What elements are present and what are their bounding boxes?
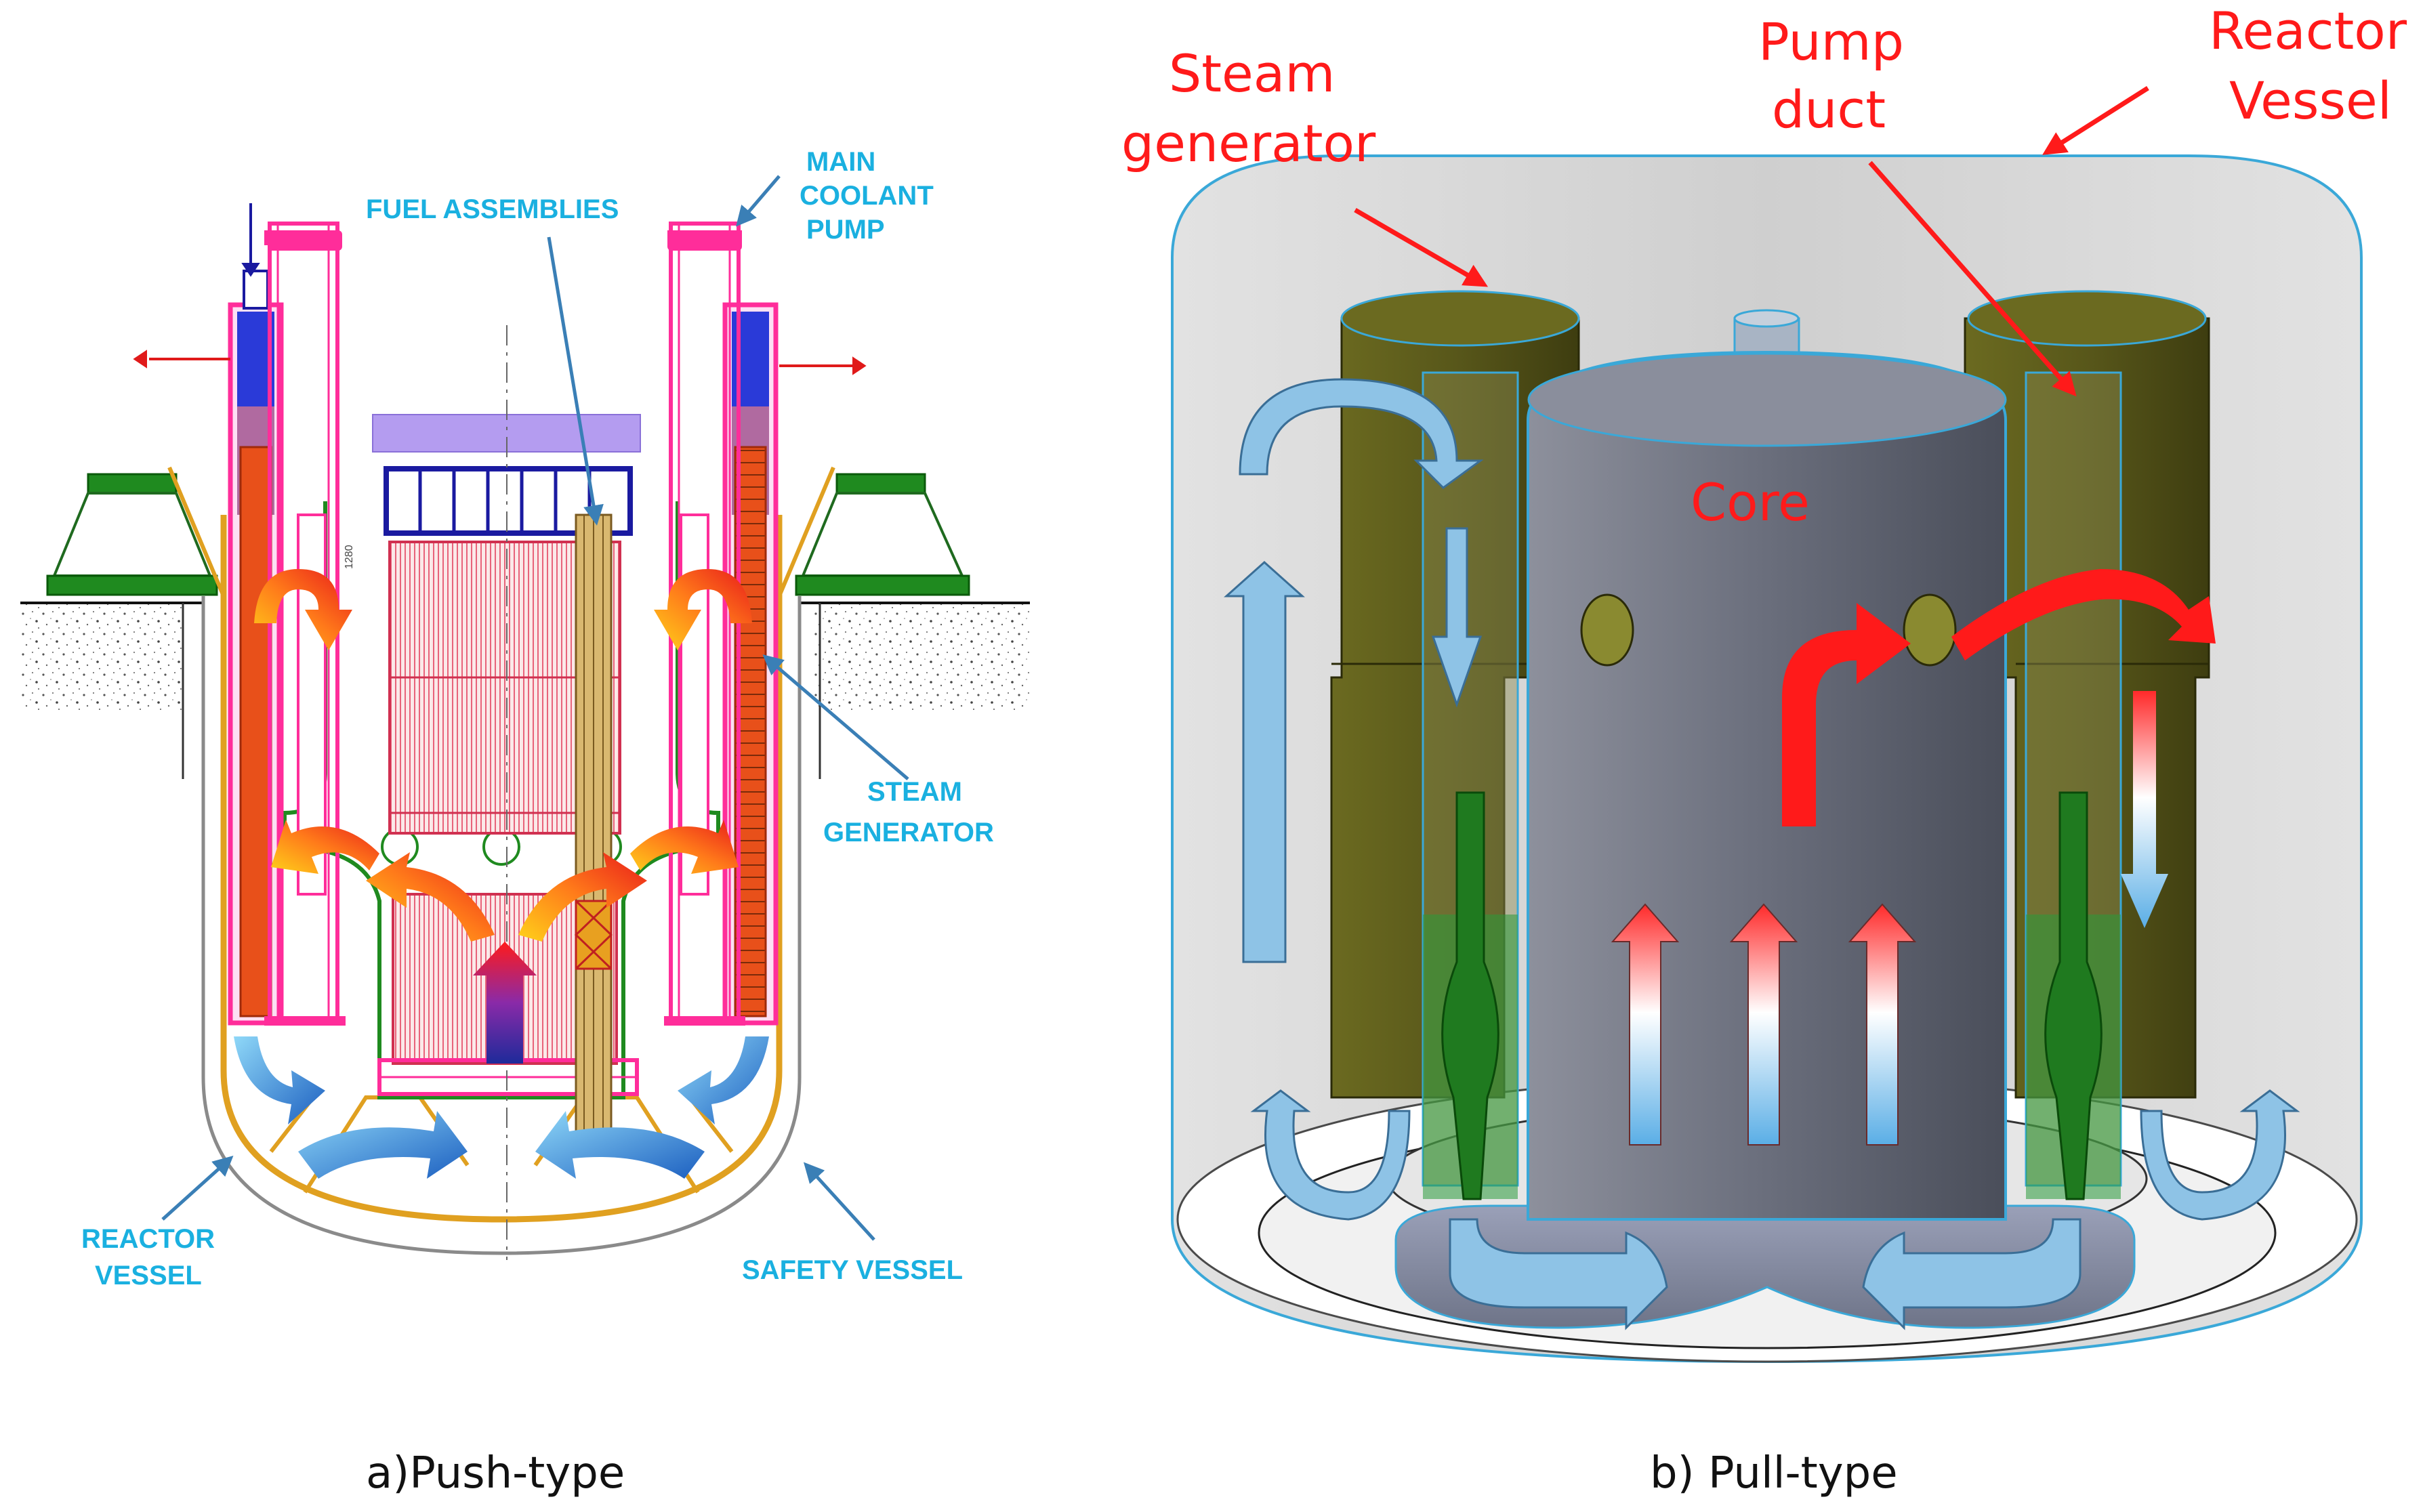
core-up-arrow-2 — [1729, 903, 1798, 1146]
hot-flow-top-left — [254, 569, 352, 650]
label-core: Core — [1691, 472, 1810, 532]
caption-pull-type: b) Pull-type — [1650, 1448, 1898, 1498]
label-steam-generator-right: Steam generator — [1121, 43, 1376, 173]
core-up-arrow-1 — [1611, 903, 1680, 1146]
hot-flow-top-right — [654, 569, 752, 650]
sg-pointer — [762, 654, 909, 780]
pull-sg-pointer — [1354, 207, 1489, 287]
cold-flow-right — [678, 1036, 769, 1125]
cold-flow-left — [234, 1036, 325, 1125]
cold-flow-plenum-left — [1449, 1218, 1668, 1330]
cold-flow-plenum-right — [1862, 1218, 2082, 1330]
cold-flow-bottom-left — [298, 1111, 468, 1179]
label-main-coolant-pump: MAIN COOLANT PUMP — [800, 147, 941, 245]
cold-flow-bottom-right-1 — [2140, 1089, 2300, 1221]
label-steam-generator-left: STEAM GENERATOR — [823, 777, 994, 847]
pump-pointer — [736, 175, 781, 227]
fuel-assemblies-pointer — [547, 236, 604, 526]
duct-line-1: Pump — [1758, 12, 1904, 72]
core-flow-arrow — [473, 942, 537, 1064]
sg-down-arrow — [2121, 691, 2168, 928]
hot-flow-left-2 — [271, 820, 379, 874]
pump-line-1: MAIN — [806, 147, 875, 177]
sg-line-2: GENERATOR — [823, 818, 994, 847]
ground — [20, 602, 1030, 779]
cold-flow-top-curve — [1239, 378, 1484, 489]
sg-line-1: STEAM — [867, 777, 962, 807]
pull-pump-duct-left — [1422, 371, 1519, 1200]
cold-flow-sg-down — [1431, 527, 1483, 708]
rv-line-2: VESSEL — [95, 1261, 202, 1290]
cold-flow-sg-up — [1224, 560, 1305, 963]
pull-vessel-pointer — [2042, 86, 2149, 155]
hot-flow-left — [366, 852, 495, 942]
pull-sg-line-1: Steam — [1169, 43, 1335, 104]
caption-push-type: a)Push-type — [366, 1448, 625, 1498]
pull-sg-line-2: generator — [1121, 113, 1376, 173]
support-right — [795, 473, 970, 596]
rv-line-1: REACTOR — [81, 1224, 215, 1254]
cold-flow-bottom-left-1 — [1250, 1089, 1411, 1221]
pump-line-3: PUMP — [806, 215, 885, 245]
hot-flow-core-out — [1782, 603, 1911, 826]
dimension-text: 1280 — [344, 545, 355, 569]
reactor-vessel — [220, 515, 783, 1223]
label-reactor-vessel-right: Reactor Vessel — [2209, 1, 2423, 131]
pull-rv-line-2: Vessel — [2229, 70, 2392, 131]
pull-type-diagram: Steam generator Pump duct Reactor Vessel… — [1121, 1, 2423, 1498]
reactor-vessel-pointer — [161, 1155, 234, 1221]
label-reactor-vessel-left: REACTOR VESSEL — [81, 1224, 222, 1290]
fuel-assembly-column — [574, 513, 613, 1139]
pump-line-2: COOLANT — [800, 181, 934, 211]
hot-flow-sg-in — [1951, 569, 2216, 660]
hot-flow-right — [518, 852, 647, 942]
pull-pump-duct-right — [2025, 371, 2122, 1200]
pull-duct-pointer — [1868, 161, 2077, 397]
duct-line-2: duct — [1772, 79, 1886, 140]
safety-vessel-pointer — [803, 1162, 875, 1241]
core-up-arrow-3 — [1848, 903, 1917, 1146]
label-pump-duct: Pump duct — [1758, 12, 1920, 140]
support-left — [46, 473, 218, 596]
hot-flow-right-2 — [630, 820, 739, 874]
pull-rv-line-1: Reactor — [2209, 1, 2407, 61]
piping-arrows — [133, 203, 867, 375]
label-fuel-assemblies: FUEL ASSEMBLIES — [366, 194, 619, 224]
label-safety-vessel: SAFETY VESSEL — [742, 1255, 963, 1285]
push-type-diagram: MAIN COOLANT PUMP FUEL ASSEMBLIES STEAM … — [20, 147, 1030, 1498]
cold-flow-bottom-right — [535, 1111, 705, 1179]
